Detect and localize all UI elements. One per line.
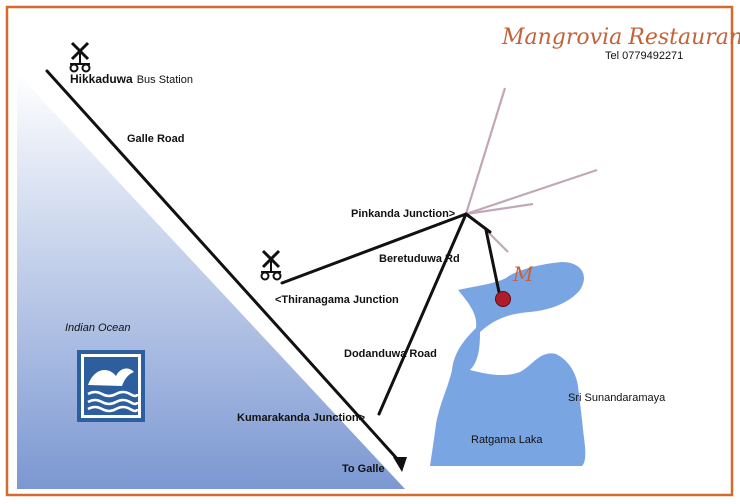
label-kumarakanda-junction: Kumarakanda Junction>	[237, 412, 365, 424]
railway-crossing-icon	[69, 41, 91, 73]
label-to-galle: To Galle	[342, 463, 385, 475]
label-thiranagama-junction: <Thiranagama Junction	[275, 294, 399, 306]
minor-roads	[464, 87, 598, 253]
label-sri-sunandaramaya: Sri Sunandaramaya	[568, 392, 666, 404]
label-pinkanda-junction: Pinkanda Junction>	[351, 208, 455, 220]
label-galle-road: Galle Road	[127, 133, 184, 145]
brand-phone: Tel 0779492271	[605, 50, 683, 62]
ratgama-lake	[430, 262, 586, 466]
to-galle-arrow	[393, 457, 407, 472]
label-dodanduwa-road: Dodanduwa Road	[344, 348, 437, 360]
railway-crossing-icon	[260, 249, 282, 281]
marker-letter: M	[512, 262, 534, 286]
beach-wave-icon	[77, 350, 145, 422]
main-roads	[45, 69, 501, 464]
label-beretuduwa-rd: Beretuduwa Rd	[379, 253, 460, 265]
location-pin-icon	[495, 291, 511, 307]
label-indian-ocean: Indian Ocean	[65, 322, 130, 334]
label-ratgama-laka: Ratgama Laka	[471, 434, 543, 446]
